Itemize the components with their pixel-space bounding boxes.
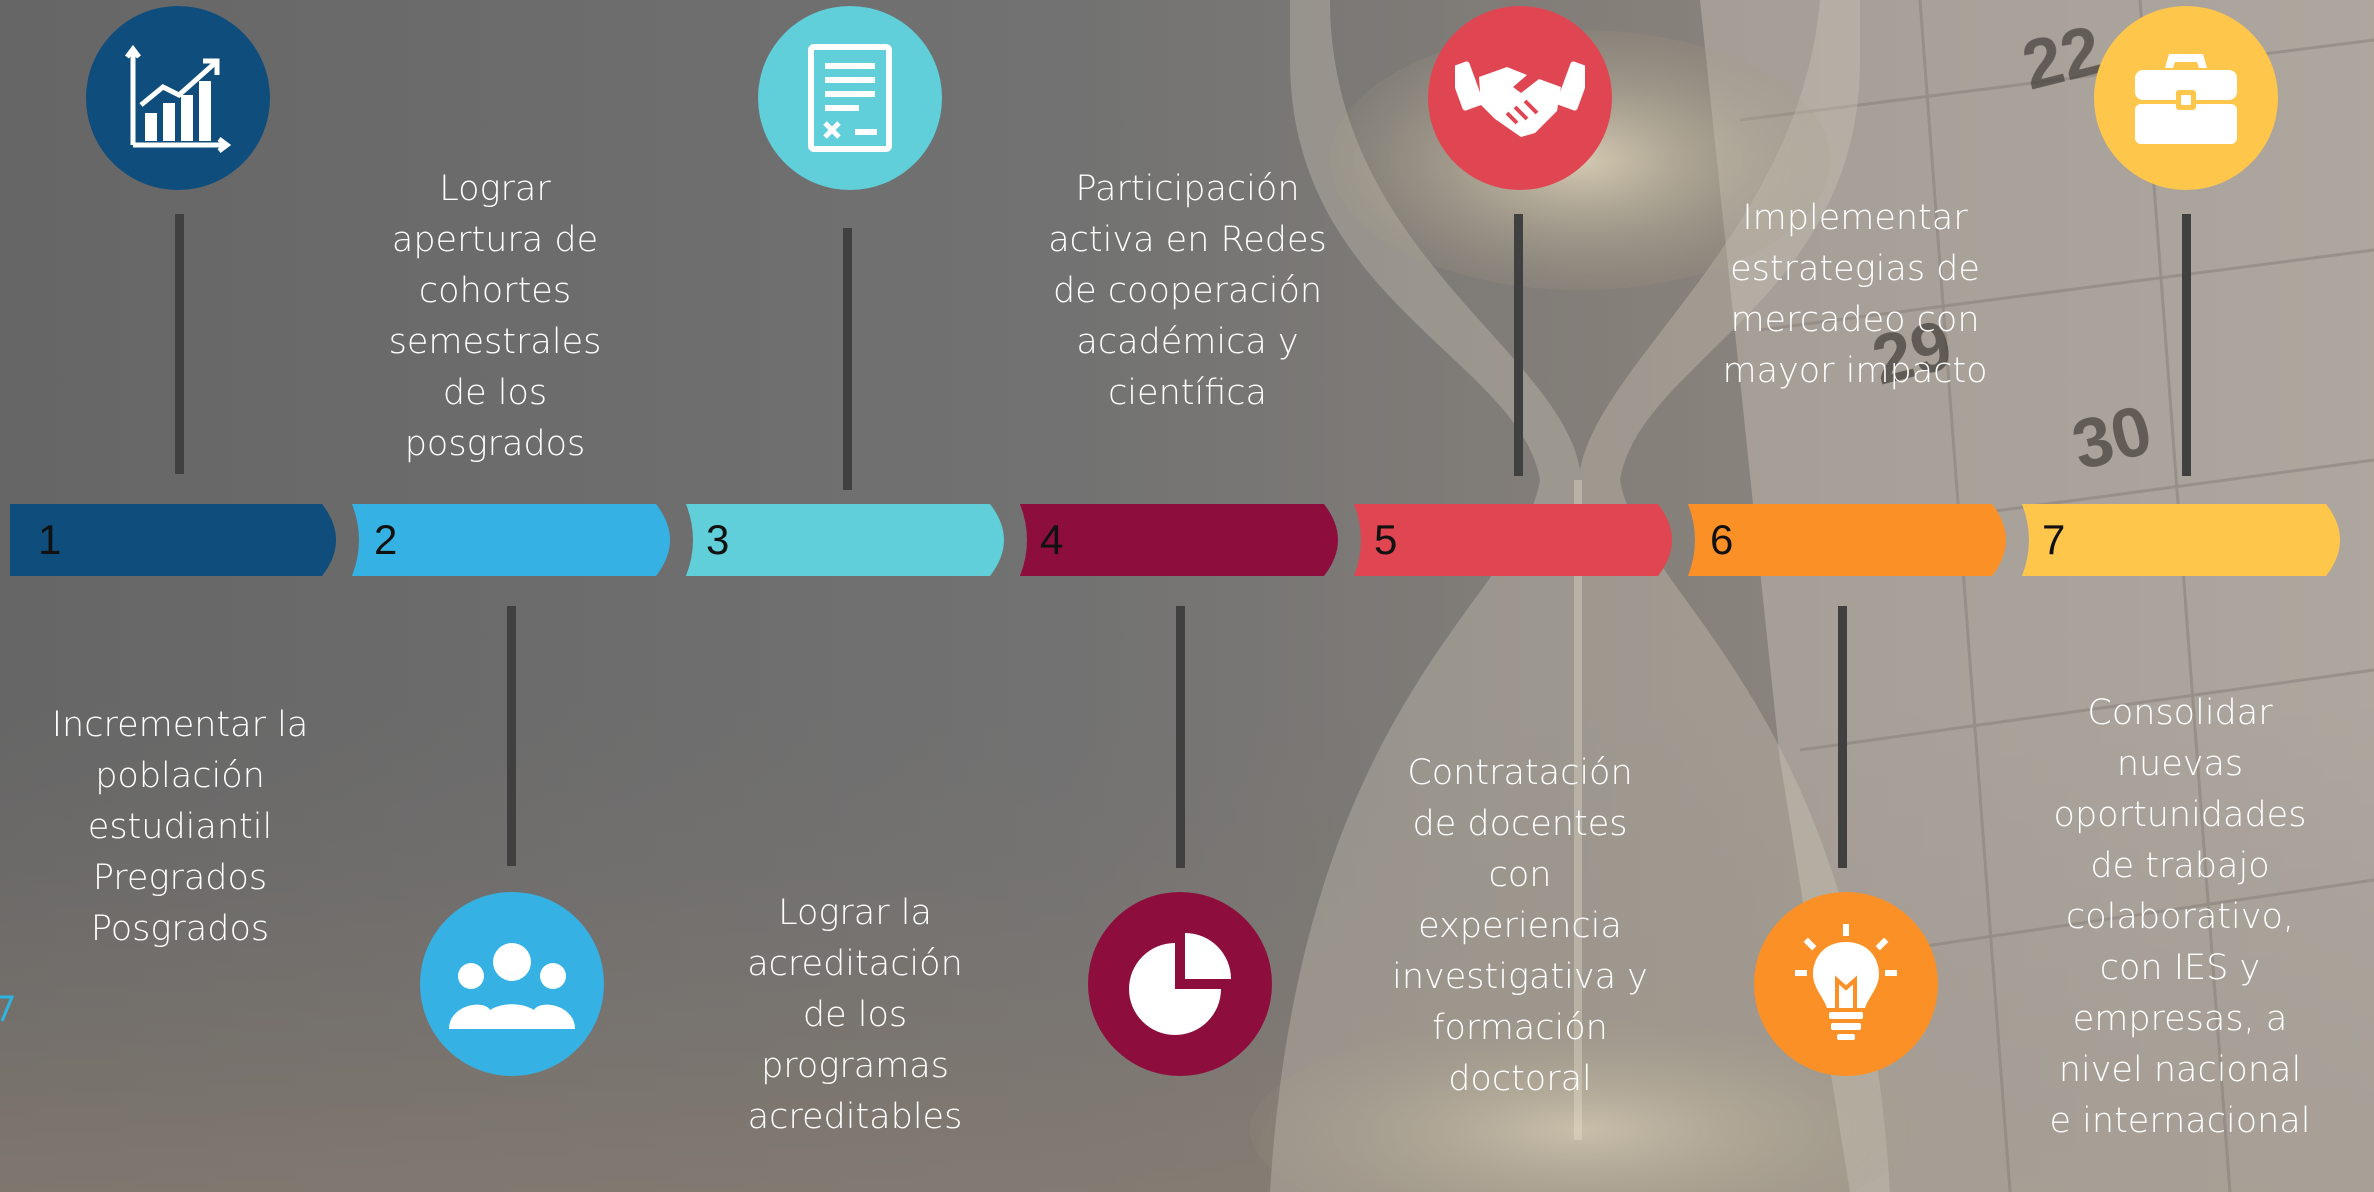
segment-2-number: 2 (374, 516, 398, 563)
pie-chart-icon (1129, 933, 1231, 1035)
timeline-segment-6: 6 (1688, 504, 2020, 576)
step-2-text: Lograr apertura de cohortes semestrales … (388, 169, 602, 464)
timeline-segment-4: 4 (1020, 504, 1352, 576)
segment-5-number: 5 (1374, 516, 1398, 563)
svg-text:22: 22 (2015, 10, 2109, 105)
step-6-icon-circle (1754, 892, 1938, 1076)
segment-3-shape (686, 504, 1004, 576)
step-6-text: Implementar estrategias de mercadeo con … (1722, 198, 1988, 391)
calendar-day-numbers: 22 29 30 (1865, 10, 2159, 485)
step-3-icon-circle (758, 6, 942, 190)
segment-5-shape (1354, 504, 1672, 576)
step-7-text: Consolidar nuevas oportunidades de traba… (2049, 693, 2311, 1141)
step-3-text: Lograr la acreditación de los programas … (747, 893, 963, 1137)
segment-6-shape (1688, 504, 2006, 576)
step-6-connector (1838, 606, 1847, 868)
step-4-connector (1176, 606, 1185, 868)
segment-1-shape (10, 504, 336, 576)
svg-text:29: 29 (1865, 305, 1959, 400)
timeline-segment-1: 1 (10, 504, 350, 576)
timeline-segment-7: 7 (2022, 504, 2354, 576)
bar-chart-growth-icon (125, 44, 232, 153)
step-2-icon-circle (420, 892, 604, 1076)
group-people-icon (449, 943, 575, 1029)
step-4-icon-circle (1088, 892, 1272, 1076)
segment-3-number: 3 (706, 516, 730, 563)
step-1-connector (175, 214, 184, 474)
step-7-icon-circle (2094, 6, 2278, 190)
segment-2-shape (352, 504, 670, 576)
segment-4-shape (1020, 504, 1338, 576)
svg-text:30: 30 (2065, 390, 2159, 485)
lightbulb-idea-icon (1795, 924, 1897, 1040)
segment-6-number: 6 (1710, 516, 1734, 563)
step-4-text: Participación activa en Redes de coopera… (1048, 169, 1327, 413)
step-5-connector (1514, 214, 1523, 476)
segment-7-shape (2022, 504, 2340, 576)
step-1-icon-circle (86, 6, 270, 190)
edge-accent-mark (0, 995, 14, 1022)
step-2-connector (507, 606, 516, 866)
segment-1-number: 1 (38, 516, 62, 563)
step-1-text: Incrementar la población estudiantil Pre… (51, 705, 309, 949)
step-3-connector (843, 228, 852, 490)
timeline-segment-2: 2 (352, 504, 684, 576)
briefcase-icon (2135, 54, 2237, 144)
handshake-icon (1455, 61, 1585, 137)
timeline-segment-3: 3 (686, 504, 1018, 576)
step-5-text: Contratación de docentes con experiencia… (1392, 753, 1648, 1099)
step-7-connector (2182, 214, 2191, 476)
step-5-icon-circle (1428, 6, 1612, 190)
segment-7-number: 7 (2042, 516, 2066, 563)
document-checklist-icon (808, 44, 892, 152)
timeline-segment-5: 5 (1354, 504, 1686, 576)
segment-4-number: 4 (1040, 516, 1064, 563)
